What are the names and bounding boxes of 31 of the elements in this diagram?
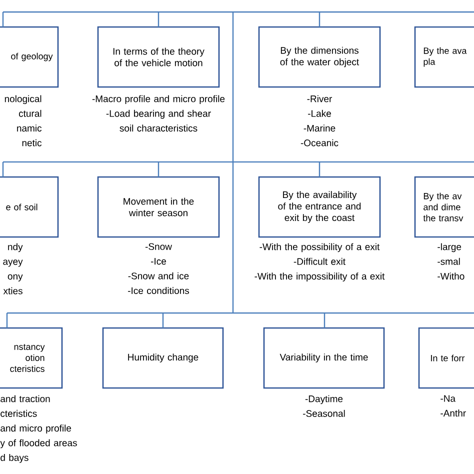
category-box: Variability in the time [263,327,385,389]
category-box: Movement in the winter season [97,176,220,238]
category-box: By the ava pla [414,26,474,88]
item-list: -Snow -Ice -Snow and ice -Ice conditions [128,243,190,294]
item-list: -Daytime -Seasonal [303,395,345,417]
item-list: -Na -Anthr [440,395,466,417]
connector-line [2,12,4,27]
category-box: nstancy otion cteristics [0,327,63,389]
connector-line [324,313,326,328]
connector-line [158,162,160,177]
item-list: -River -Lake -Marine -Oceanic [300,95,338,146]
category-box: In terms of the theory of the vehicle motion [97,26,220,88]
category-box: e of soil [0,176,59,238]
connector-line [2,162,4,177]
category-box: In te forr [418,327,474,389]
category-box: By the av and dime the transv [414,176,474,238]
category-box: Humidity change [102,327,224,389]
connector-line [318,162,320,177]
item-list: -Macro profile and micro profile -Load bearing and shear soil characteristics [92,95,225,132]
item-list: -With the possibility of a exit -Difficult exit -With the impossibility of a exit [254,243,385,282]
connector-line [158,12,160,27]
category-box: By the dimensions of the water object [258,26,381,88]
item-list: and traction cteristics and micro profile y of flooded areas d bays [0,395,77,463]
item-list: -large -smal -Witho [438,243,464,280]
category-box: of geology [0,26,59,88]
item-list: ndy ayey ony xties [3,243,23,294]
category-box: By the availability of the entrance and exit by the coast [258,176,381,238]
connector-line [162,313,164,328]
item-list: nological ctural namic netic [4,95,42,146]
connector-line [318,12,320,27]
connector-line [6,313,8,328]
